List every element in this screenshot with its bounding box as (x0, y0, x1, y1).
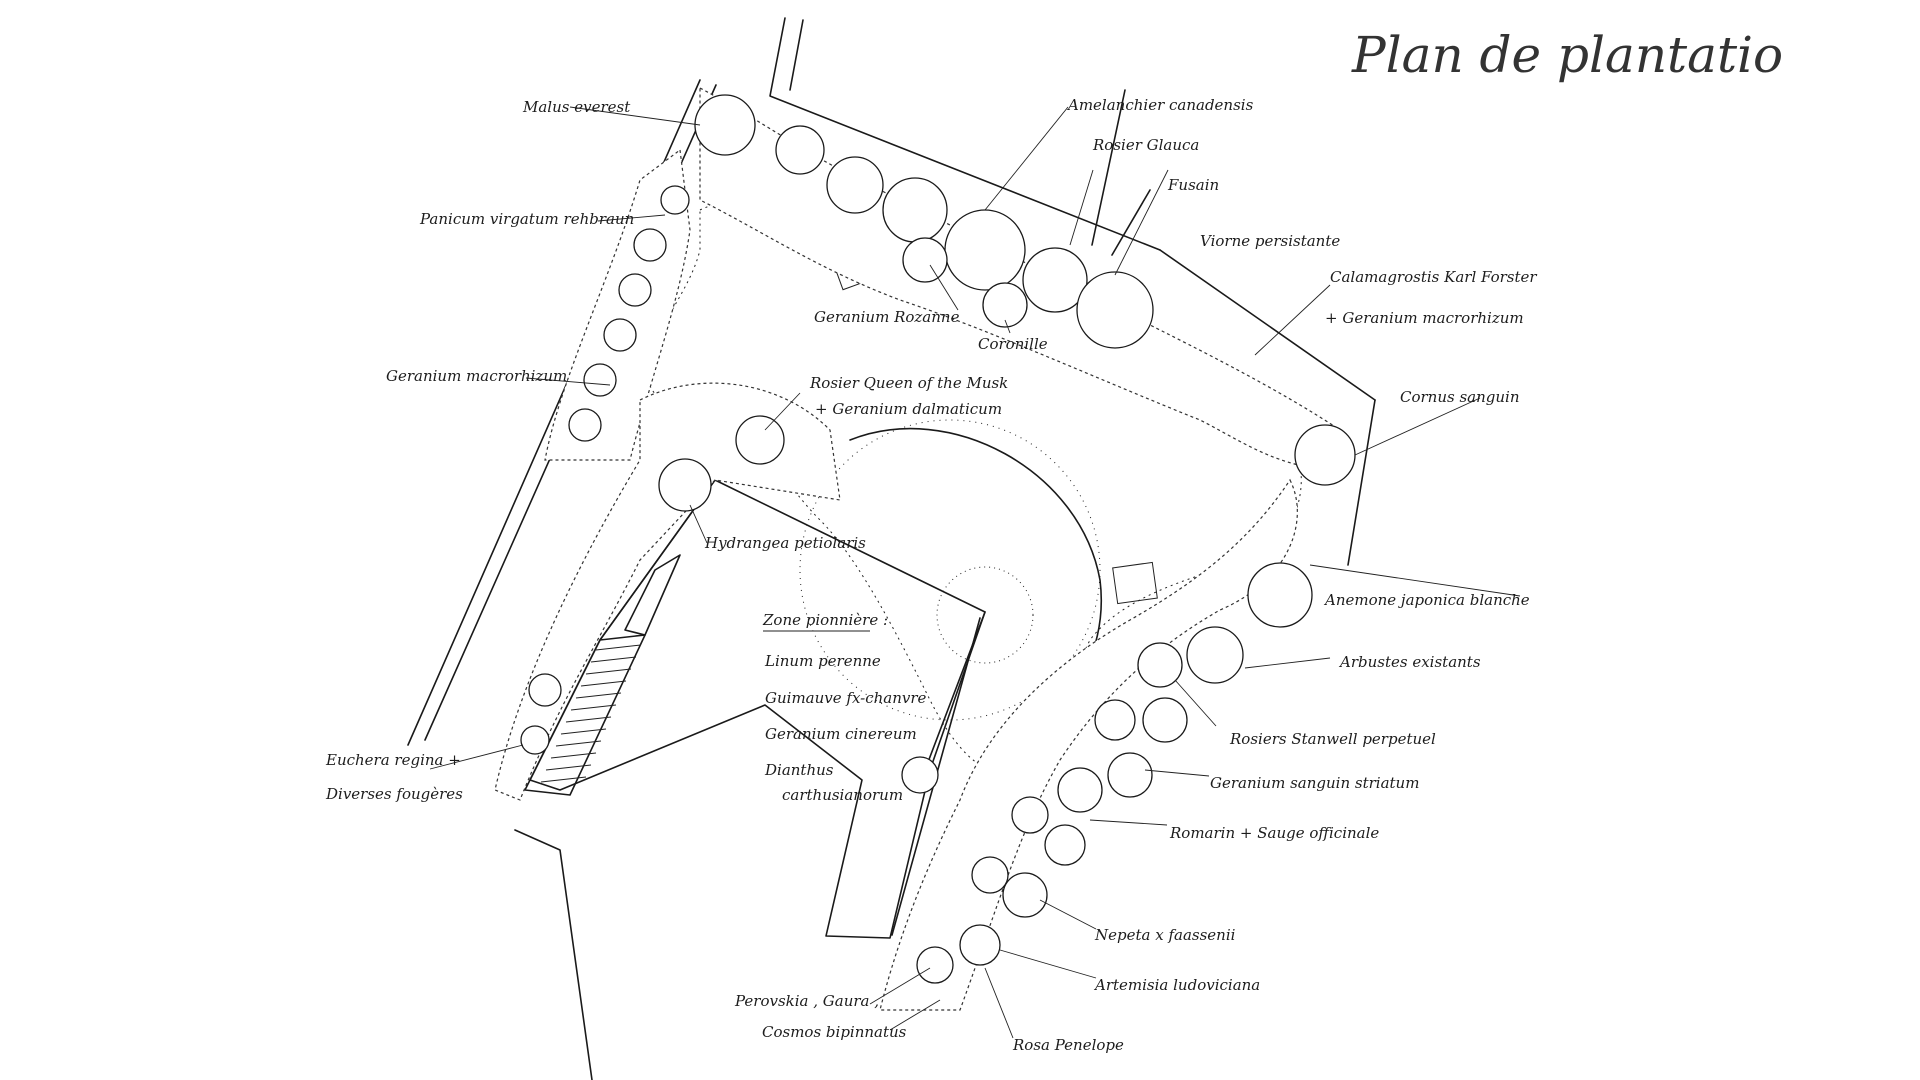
plan-title: Plan de plantatio (1351, 26, 1783, 84)
zone-item: Geranium cinereum (765, 725, 917, 743)
tree-icon (902, 237, 948, 283)
zone-item: Guimauve fx-chanvre (765, 689, 927, 707)
panicum-icon (660, 185, 690, 215)
rosier-glauca-icon (944, 209, 1026, 291)
tree-icon (882, 177, 948, 243)
amelanchier-tree-icon (826, 156, 884, 214)
rosier-queen-icon (735, 415, 785, 465)
label-artemisia: Artemisia ludoviciana (1093, 976, 1260, 994)
garden-boundary (407, 17, 1376, 1080)
panicum-icon (618, 273, 652, 307)
nepeta-icon (1002, 872, 1048, 918)
euchera-icon (528, 673, 562, 707)
label-hydrangea: Hydrangea petiolaris (704, 534, 866, 552)
label-anemone: Anemone japonica blanche (1323, 591, 1530, 609)
anemone-icon (1247, 562, 1313, 628)
label-geranium-macrorhizum-right: + Geranium macrorhizum (1325, 309, 1524, 327)
fern-icon (520, 725, 550, 755)
label-fusain: Fusain (1167, 176, 1219, 194)
zone-item: carthusianorum (782, 786, 903, 804)
label-geranium-dalmaticum: + Geranium dalmaticum (815, 400, 1002, 418)
tree-icon (775, 125, 825, 175)
tree-icon (1022, 247, 1088, 313)
romarin-icon (1044, 824, 1086, 866)
stairs (524, 554, 681, 796)
label-romarin: Romarin + Sauge officinale (1169, 824, 1379, 842)
label-fougeres: Diverses fougères (325, 785, 463, 803)
label-calamagrostis: Calamagrostis Karl Forster (1330, 268, 1537, 286)
artemisia-icon (959, 924, 1001, 966)
label-malus: Malus everest (522, 98, 631, 116)
geranium-macrorhizum-icon (568, 408, 602, 442)
arbuste-icon (1186, 626, 1244, 684)
plant-labels: Malus everest Panicum virgatum rehbraun … (325, 96, 1537, 1054)
label-rosier-queen: Rosier Queen of the Musk (809, 374, 1008, 392)
label-arbustes: Arbustes existants (1338, 653, 1481, 671)
panicum-icon (633, 228, 667, 262)
label-nepeta: Nepeta x faassenii (1094, 926, 1236, 944)
cornus-shrub-icon (1294, 424, 1356, 486)
geranium-sanguin-icon (1107, 752, 1153, 798)
zone-pionniere: Zone pionnière : Linum perenne Guimauve … (762, 611, 927, 804)
label-cornus: Cornus sanguin (1400, 388, 1520, 406)
tree-icon (1142, 697, 1188, 743)
fusain-shrub-icon (1076, 271, 1154, 349)
zone-item: Dianthus (764, 761, 834, 779)
label-amelanchier: Amelanchier canadensis (1066, 96, 1254, 114)
label-panicum: Panicum virgatum rehbraun (419, 210, 634, 228)
perovskia-icon (916, 946, 954, 984)
label-rosiers-stanwell: Rosiers Stanwell perpetuel (1229, 730, 1436, 748)
label-geranium-rozanne: Geranium Rozanne (814, 308, 960, 326)
plant-symbols (520, 94, 1356, 984)
label-rosier-glauca: Rosier Glauca (1092, 136, 1199, 154)
tree-icon (1057, 767, 1103, 813)
label-rosa-penelope: Rosa Penelope (1012, 1036, 1124, 1054)
tree-icon (1094, 699, 1136, 741)
zone-item: Linum perenne (764, 652, 881, 670)
tree-icon (1011, 796, 1049, 834)
zone-title: Zone pionnière : (762, 611, 888, 629)
label-cosmos: Cosmos bipinnatus (762, 1023, 907, 1041)
label-geranium-macrorhizum-left: Geranium macrorhizum (386, 367, 567, 385)
geranium-macrorhizum-icon (583, 363, 617, 397)
tree-icon (971, 856, 1009, 894)
malus-tree-icon (694, 94, 756, 156)
rosier-stanwell-icon (1137, 642, 1183, 688)
label-viorne: Viorne persistante (1200, 232, 1340, 250)
tree-icon (658, 458, 712, 512)
zone-plant-icon (901, 756, 939, 794)
label-perovskia: Perovskia , Gaura , (734, 992, 879, 1010)
label-coronille: Coronille (978, 335, 1048, 353)
panicum-icon (603, 318, 637, 352)
label-geranium-sanguin: Geranium sanguin striatum (1210, 774, 1419, 792)
coronille-shrub-icon (982, 282, 1028, 328)
label-euchera: Euchera regina + (325, 751, 461, 769)
leader-lines (429, 106, 1521, 1039)
